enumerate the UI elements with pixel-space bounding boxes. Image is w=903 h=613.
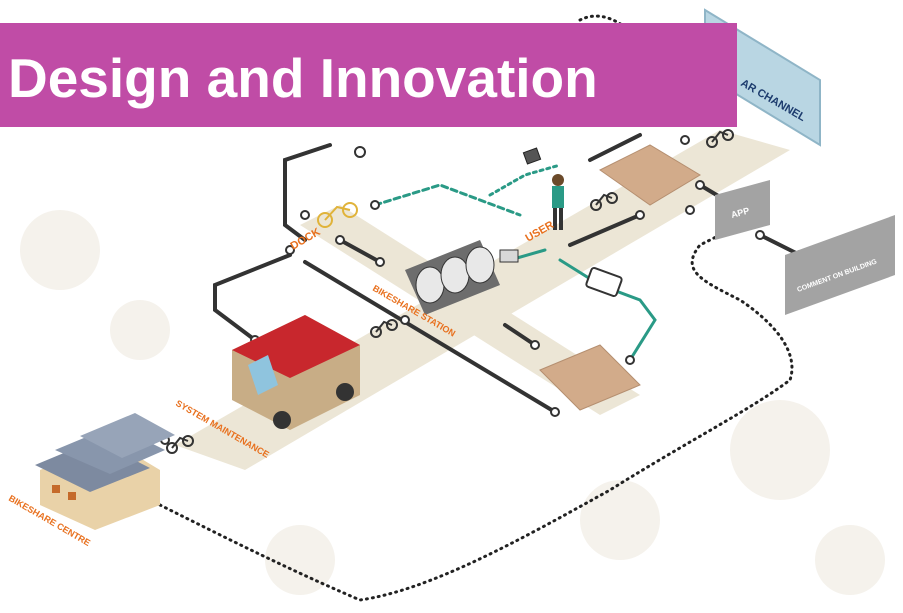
bike-icon-3 — [590, 192, 618, 211]
dock-terminal-icon — [499, 249, 519, 263]
upper-pad — [599, 144, 701, 206]
bike-icon-4 — [706, 129, 734, 148]
user-person — [552, 174, 564, 230]
maintenance-van — [232, 315, 360, 430]
connector-lines — [213, 133, 802, 414]
dotted-network-loop — [158, 223, 794, 602]
bike-yellow-icon — [317, 202, 358, 228]
phone-icon — [522, 147, 542, 165]
title-banner: Design and Innovation — [0, 23, 737, 127]
bike-station-rack — [405, 240, 500, 315]
bike-icon-2 — [166, 435, 194, 454]
lower-pad — [539, 344, 641, 411]
tablet-icon — [585, 266, 623, 298]
comment-sign: COMMENT ON BUILDING — [785, 215, 895, 315]
depot-building — [35, 413, 175, 530]
bicycle-icons — [166, 129, 734, 454]
lock-icon — [354, 146, 366, 158]
app-sign: APP — [715, 180, 770, 240]
bike-icon-1 — [370, 319, 398, 338]
page-title: Design and Innovation — [8, 47, 598, 109]
cross-road — [300, 205, 640, 415]
app-sign-label: APP — [730, 205, 750, 219]
background-texture — [20, 210, 885, 595]
